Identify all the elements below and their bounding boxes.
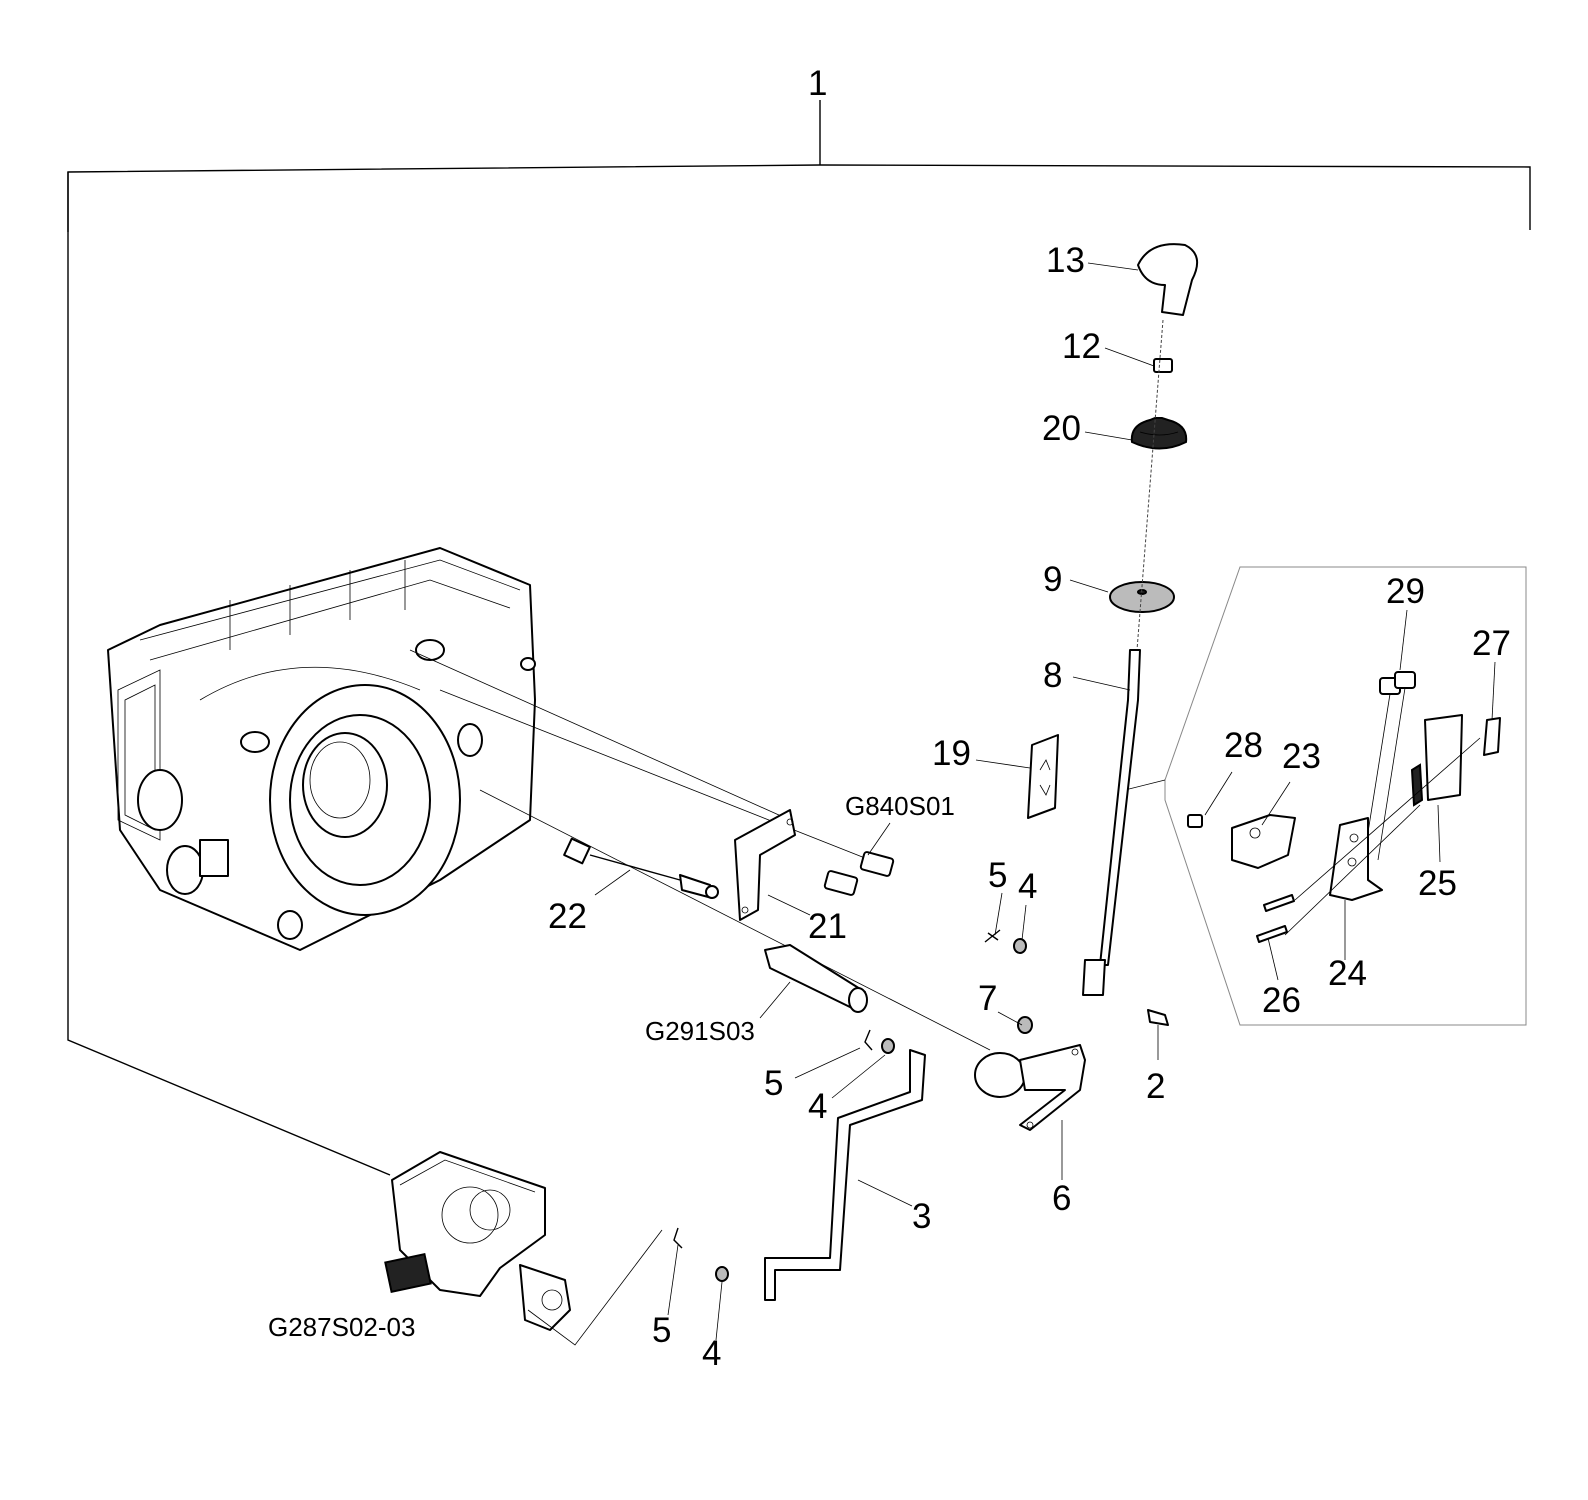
- plate-part-19: [1027, 734, 1059, 819]
- housing-leader-lines: [409, 649, 991, 1051]
- callout-13: 13: [1046, 241, 1085, 280]
- callout-20: 20: [1042, 409, 1081, 448]
- callout-23: 23: [1282, 737, 1321, 776]
- callout-4-middle: 4: [808, 1087, 827, 1126]
- callout-25: 25: [1418, 864, 1457, 903]
- callout-24: 24: [1328, 954, 1367, 993]
- callout-27: 27: [1472, 624, 1511, 663]
- pin-part-2: [1147, 1009, 1169, 1026]
- bolts-g840s01: [823, 851, 895, 896]
- callout-12: 12: [1062, 327, 1101, 366]
- callout-g291s03: G291S03: [645, 1016, 755, 1046]
- gearbox-leader: [527, 1229, 663, 1346]
- callout-3: 3: [912, 1197, 931, 1236]
- boot-part-20: [1130, 417, 1188, 450]
- nut-part-12: [1153, 358, 1173, 373]
- washer-part-7: [1017, 1016, 1033, 1034]
- callout-g287s02-03: G287S02-03: [268, 1312, 415, 1342]
- callout-8: 8: [1043, 656, 1062, 695]
- callout-4-lower: 4: [702, 1334, 721, 1373]
- callout-5-upper: 5: [988, 856, 1007, 895]
- screws-part-26: [1256, 894, 1295, 943]
- clip-washer-set-upper: [984, 929, 1027, 954]
- sensor-part-22: [563, 837, 719, 899]
- callout-labels: 1 13 12 20 9 8 19 G840S01 22 21 5 4 7 2 …: [268, 64, 1511, 1373]
- callout-g840s01: G840S01: [845, 791, 955, 821]
- callout-21: 21: [808, 907, 847, 946]
- transmission-housing: [107, 547, 536, 951]
- spacer-part-28: [1187, 814, 1203, 828]
- callout-5-lower: 5: [652, 1311, 671, 1350]
- clip-washer-set-middle: [864, 1029, 895, 1054]
- rod-axis: [1136, 319, 1164, 651]
- callout-6: 6: [1052, 1179, 1071, 1218]
- switch-detail-box: [1124, 566, 1527, 1026]
- gearbox-g287s02-03: [384, 1151, 571, 1331]
- callout-2: 2: [1146, 1067, 1165, 1106]
- lever-arm-part-3: [764, 1049, 926, 1301]
- rod-part-8: [1082, 649, 1141, 996]
- leader-lines: [594, 262, 1496, 1341]
- assembly-bracket: [67, 100, 1531, 1176]
- callout-5-middle: 5: [764, 1064, 783, 1103]
- bracket-part-21: [734, 809, 796, 921]
- callout-28: 28: [1224, 726, 1263, 765]
- clip-washer-set-lower: [673, 1227, 729, 1282]
- knob-part-13: [1137, 243, 1199, 316]
- callout-7: 7: [978, 979, 997, 1018]
- plate-part-27: [1483, 717, 1501, 756]
- callout-29: 29: [1386, 572, 1425, 611]
- callout-4-upper: 4: [1018, 867, 1037, 906]
- shaft-g291s03: [764, 944, 868, 1013]
- callout-19: 19: [932, 734, 971, 773]
- callout-22: 22: [548, 897, 587, 936]
- callout-26: 26: [1262, 981, 1301, 1020]
- callout-1: 1: [808, 64, 827, 103]
- lever-part-6: [974, 1044, 1086, 1131]
- callout-9: 9: [1043, 560, 1062, 599]
- bolts-part-29: [1361, 671, 1416, 871]
- block-part-23: [1231, 814, 1296, 869]
